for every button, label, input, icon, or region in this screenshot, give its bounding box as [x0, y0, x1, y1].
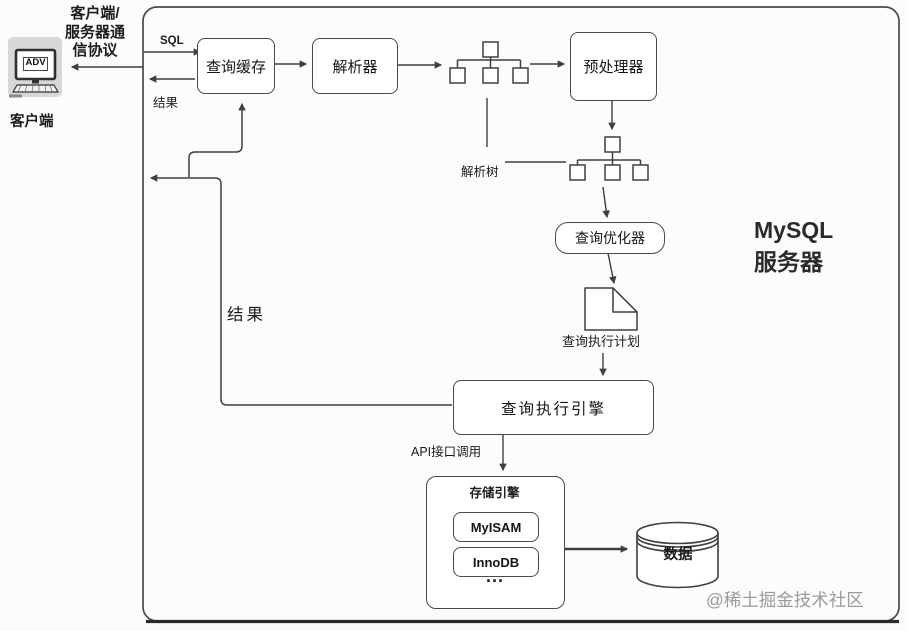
api-call-label: API接口调用	[411, 445, 482, 459]
node-preprocessor: 预处理器	[570, 32, 657, 101]
storage-engine-label: 存储引擎	[469, 486, 520, 500]
client-screen-text: ADV	[25, 57, 46, 68]
server-title-line1: MySQL	[754, 217, 834, 243]
node-execution-engine: 查询执行引擎	[453, 380, 654, 435]
protocol-label-line2: 服务器通	[64, 23, 125, 41]
parse-tree-diagram-1	[449, 41, 529, 84]
node-optimizer: 查询优化器	[555, 222, 665, 254]
protocol-label-line1: 客户端/	[70, 5, 120, 22]
node-myisam: MyISAM	[453, 512, 539, 542]
document-icon	[584, 287, 638, 331]
watermark: @稀土掘金技术社区	[706, 590, 864, 610]
client-computer-icon	[8, 37, 62, 98]
more-engines-label: ...	[485, 566, 504, 586]
arrow-tree-to-optimizer	[602, 186, 610, 219]
parse-tree-diagram-2	[569, 136, 649, 181]
result-main-label: 结果	[227, 306, 266, 324]
database-cylinder-icon	[636, 521, 719, 589]
node-innodb: InnoDB	[453, 547, 539, 577]
server-title-line2: 服务器	[754, 249, 823, 275]
node-query-cache: 查询缓存	[197, 38, 275, 94]
node-storage-engine	[426, 476, 565, 609]
arrow-optimizer-to-plan	[607, 252, 617, 285]
arrow-engine-result-to-client	[149, 174, 452, 406]
parse-tree-label: 解析树	[461, 165, 499, 179]
server-title: MySQL 服务器	[754, 214, 833, 278]
sql-edge-label: SQL	[160, 35, 184, 47]
client-label: 客户端	[10, 114, 54, 130]
data-node-label: 数据	[663, 547, 693, 563]
arrow-result-to-cache-store	[188, 102, 246, 177]
protocol-label-line3: 信协议	[72, 42, 118, 59]
execution-plan-label: 查询执行计划	[561, 334, 640, 349]
result-top-label: 结果	[153, 96, 179, 110]
node-parser: 解析器	[312, 38, 398, 94]
protocol-label: 客户端/ 服务器通 信协议	[56, 5, 134, 61]
